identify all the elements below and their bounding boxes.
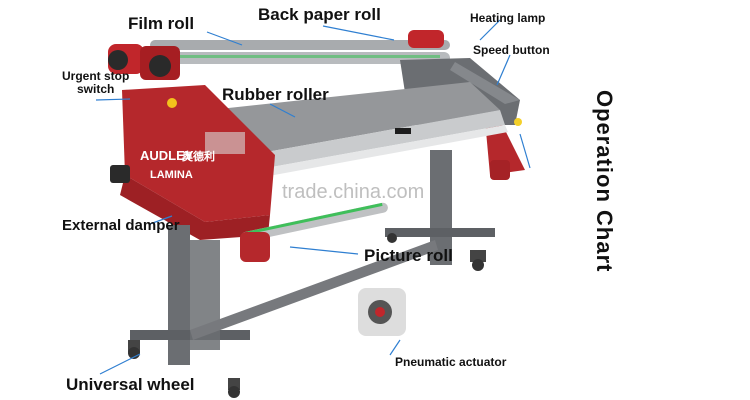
model-text: LAMINA bbox=[150, 169, 193, 181]
label-external-damper: External damper bbox=[62, 218, 180, 234]
leader-universal-wheel bbox=[100, 354, 140, 374]
leader-picture-roll bbox=[290, 247, 358, 254]
label-universal-wheel: Universal wheel bbox=[66, 376, 195, 394]
label-urgent-stop-switch: Urgent stop switch bbox=[62, 70, 129, 95]
label-back-paper-roll: Back paper roll bbox=[258, 6, 381, 24]
leader-back-paper-roll bbox=[323, 26, 394, 40]
label-film-roll: Film roll bbox=[128, 15, 194, 33]
label-pneumatic-actuator: Pneumatic actuator bbox=[395, 356, 506, 369]
watermark-text: trade.china.com bbox=[282, 181, 424, 204]
label-rubber-roller: Rubber roller bbox=[222, 86, 329, 104]
brand-cn-text: 奥德利 bbox=[181, 149, 215, 163]
label-picture-roll: Picture roll bbox=[364, 247, 453, 265]
leader-side bbox=[520, 134, 530, 168]
vertical-title: Operation Chart bbox=[591, 90, 617, 272]
pneumatic-actuator-inset bbox=[358, 288, 406, 336]
leader-speed-button bbox=[497, 55, 510, 85]
leader-pneumatic bbox=[390, 340, 400, 355]
label-heating-lamp: Heating lamp bbox=[470, 12, 545, 25]
label-speed-button: Speed button bbox=[473, 44, 550, 57]
